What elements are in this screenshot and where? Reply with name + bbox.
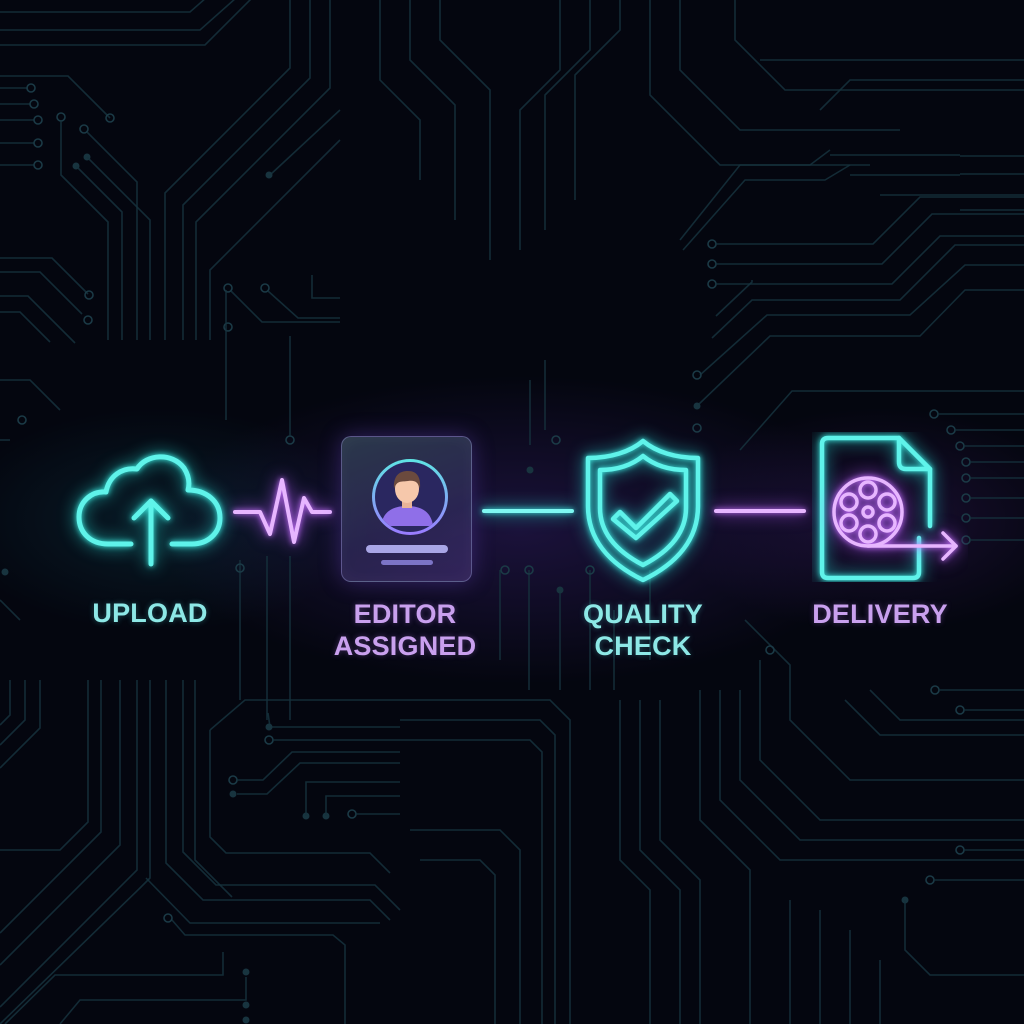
step-label-upload: UPLOAD — [60, 597, 240, 629]
step-label-quality-check: QUALITY CHECK — [553, 598, 733, 662]
line-connector-purple — [714, 509, 806, 513]
step-label-delivery: DELIVERY — [790, 598, 970, 630]
avatar — [372, 459, 448, 535]
step-label-line2: ASSIGNED — [333, 631, 477, 661]
film-file-send-icon — [819, 435, 958, 581]
role-placeholder-bar — [381, 560, 433, 565]
heartbeat-connector — [233, 478, 332, 544]
step-label-line2: CHECK — [594, 631, 692, 661]
step-label-editor-assigned: EDITOR ASSIGNED — [315, 598, 495, 662]
shield-check-icon — [585, 438, 701, 583]
step-label-text: UPLOAD — [92, 598, 208, 628]
step-label-line1: QUALITY — [583, 599, 703, 629]
editor-profile-card-icon — [341, 436, 472, 582]
person-icon — [381, 471, 433, 526]
step-label-line1: EDITOR — [353, 599, 457, 629]
line-connector-cyan — [482, 509, 574, 513]
step-label-text: DELIVERY — [812, 599, 948, 629]
cloud-upload-icon — [76, 454, 223, 567]
name-placeholder-bar — [366, 545, 448, 553]
